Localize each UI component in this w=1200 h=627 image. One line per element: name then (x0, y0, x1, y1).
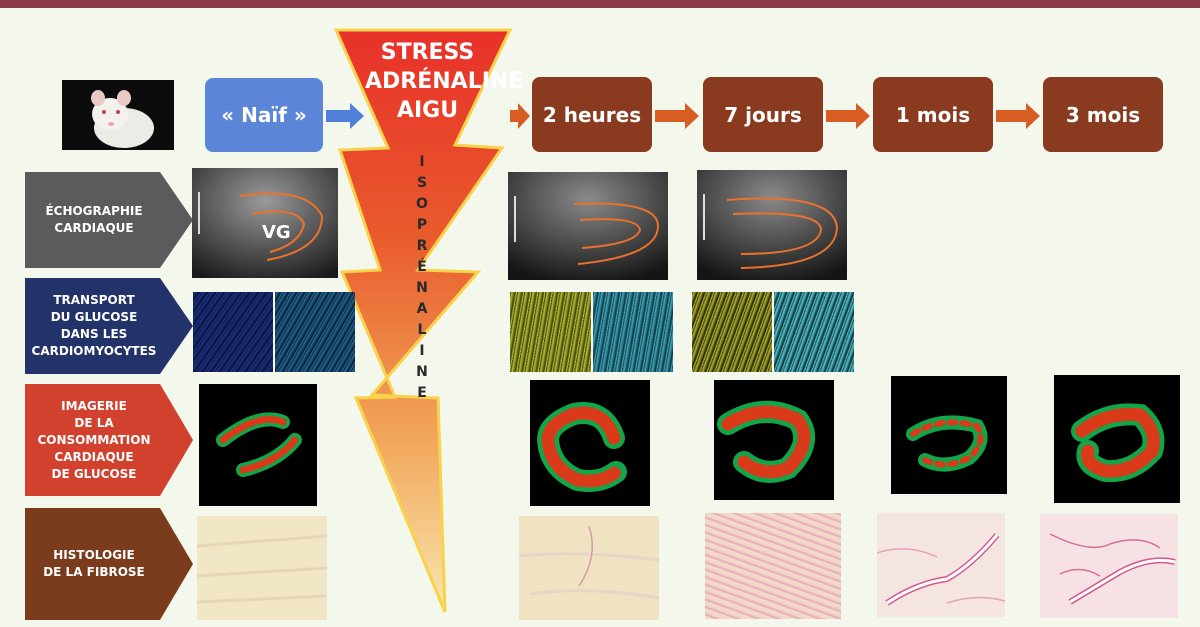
row-label-imaging: IMAGERIE DE LA CONSOMMATION CARDIAQUE DE… (25, 384, 193, 496)
letter: N (416, 364, 428, 380)
letter: O (416, 196, 428, 212)
orange-arrow-icon (826, 103, 870, 129)
stress-line: STRESS (380, 40, 475, 65)
timepoint-box: 3 mois (1043, 77, 1163, 152)
fibrosis-histology-image (877, 513, 1005, 617)
timepoint-box: 2 heures (532, 77, 652, 152)
timepoint-label: 1 mois (895, 102, 971, 127)
row-label-echo: ÉCHOGRAPHIE CARDIAQUE (25, 172, 193, 268)
letter: S (416, 175, 428, 191)
blue-arrow-icon (326, 103, 364, 129)
orange-arrow-icon (996, 103, 1040, 129)
glucose-uptake-image (714, 380, 834, 500)
row-label-text: TRANSPORT (53, 293, 135, 307)
fibrosis-histology-image (197, 516, 327, 620)
letter: É (417, 259, 427, 275)
row-label-text: DE GLUCOSE (51, 466, 137, 481)
row-label-text: CARDIAQUE (54, 221, 134, 235)
letter: I (419, 343, 425, 359)
row-label-histo: HISTOLOGIE DE LA FIBROSE (25, 508, 193, 620)
letter: I (419, 154, 425, 170)
fibrosis-histology-image (1040, 514, 1178, 618)
stress-line: ADRÉNALINE (365, 69, 524, 94)
rat-photo (62, 80, 174, 150)
timepoint-box: 7 jours (703, 77, 823, 152)
glucose-transport-image (193, 292, 273, 372)
timepoint-label: 7 jours (724, 102, 802, 127)
echo-image (508, 172, 668, 280)
glucose-transport-image (692, 292, 772, 372)
timepoint-label: 3 mois (1065, 102, 1141, 127)
glucose-transport-image (774, 292, 854, 372)
row-label-text: DANS LES (60, 327, 128, 341)
isoprenaline-label: I S O P R É N A L I N E (410, 152, 434, 404)
row-label-text: CONSOMMATION (37, 432, 151, 447)
echo-image: VG (192, 168, 338, 278)
letter: L (417, 322, 427, 338)
timepoint-box: 1 mois (873, 77, 993, 152)
row-label-text: DE LA (74, 415, 114, 430)
orange-arrow-icon (655, 103, 699, 129)
fibrosis-histology-image (705, 513, 841, 619)
glucose-transport-image (510, 292, 591, 372)
letter: R (416, 238, 428, 254)
letter: A (416, 301, 428, 317)
naive-label: « Naïf » (221, 103, 307, 127)
naive-box: « Naïf » (205, 78, 323, 152)
orange-arrow-icon (510, 103, 530, 129)
vg-label: VG (262, 222, 291, 243)
stress-title: STRESS ADRÉNALINE AIGU (365, 38, 524, 125)
letter: P (416, 217, 428, 233)
row-label-text: DE LA FIBROSE (43, 565, 145, 579)
row-label-text: CARDIOMYOCYTES (31, 344, 157, 358)
glucose-uptake-image (1054, 375, 1180, 503)
row-label-text: CARDIAQUE (54, 449, 134, 464)
lightning-bolt (333, 28, 513, 613)
fibrosis-histology-image (519, 516, 659, 620)
row-label-text: ÉCHOGRAPHIE (45, 204, 143, 218)
glucose-transport-image (275, 292, 355, 372)
row-label-transport: TRANSPORT DU GLUCOSE DANS LES CARDIOMYOC… (25, 278, 193, 374)
glucose-transport-image (593, 292, 673, 372)
glucose-uptake-image (199, 384, 317, 506)
row-label-text: DU GLUCOSE (50, 310, 138, 324)
glucose-uptake-image (530, 380, 650, 506)
timepoint-label: 2 heures (542, 102, 642, 127)
glucose-uptake-image (891, 376, 1007, 494)
letter: N (416, 280, 428, 296)
stress-line: AIGU (396, 98, 459, 123)
row-label-text: HISTOLOGIE (53, 548, 135, 562)
letter: E (417, 385, 427, 401)
echo-image (697, 170, 847, 280)
row-label-text: IMAGERIE (61, 398, 127, 413)
top-bar (0, 0, 1200, 8)
